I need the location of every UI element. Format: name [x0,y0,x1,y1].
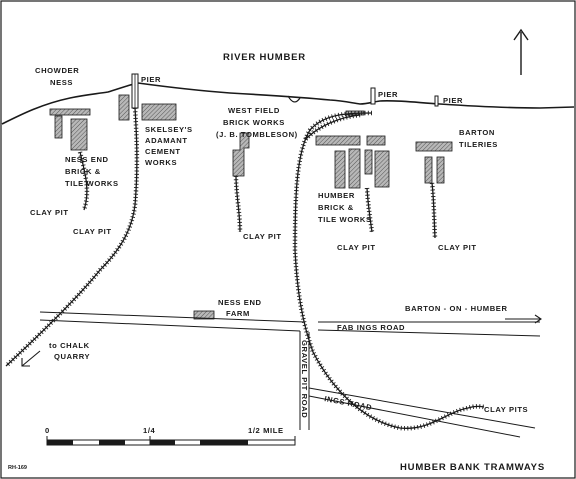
track-skelseys-main [5,107,138,367]
fab-ings-road-south [39,319,301,332]
river-label: RIVER HUMBER [223,52,306,63]
north-arrow [513,28,529,75]
river-bank [1,82,575,125]
pier-label-1: PIER [141,75,161,84]
building [141,103,177,121]
track-west-field [235,175,241,233]
map-code: RH-169 [8,465,27,471]
building [49,108,91,116]
building [70,118,88,151]
clay-pit-label-5: CLAY PIT [438,243,477,252]
clay-pit-label-3: CLAY PIT [243,232,282,241]
track-humber-main [294,112,485,429]
building [415,141,453,152]
clay-pits-label: CLAY PITS [484,405,528,414]
building [364,149,373,175]
fab-ings-road-south-east [317,329,541,337]
clay-pit-label-4: CLAY PIT [337,243,376,252]
river-bank-notch [287,95,301,103]
ings-road-south [308,395,521,438]
scale-label-quarter: 1/4 [143,426,156,435]
gravel-pit-road-label: GRAVEL PIT ROAD [300,340,309,418]
pier-humber [370,87,376,105]
building [424,156,433,184]
building [374,150,390,188]
clay-pit-label-2: CLAY PIT [73,227,112,236]
fab-ings-road-label: FAB INGS ROAD [337,323,405,332]
pier-label-2: PIER [378,90,398,99]
scale-label-half-mile: 1/2 MILE [248,426,284,435]
building-ness-end-farm [193,310,215,320]
ings-road-north [308,387,536,429]
building [315,135,361,146]
building [348,148,361,189]
chalk-quarry-arrow [21,350,41,367]
track-humber-main-ties [292,110,485,431]
tramway-tracks [4,107,485,431]
track-humber-pit-ties [364,187,375,233]
map-title: HUMBER BANK TRAMWAYS [400,462,545,473]
building [334,150,346,189]
building [118,94,130,121]
building [54,115,63,139]
track-ness-end [79,151,88,211]
buildings [49,94,453,320]
scale-label-0: 0 [45,426,50,435]
scale-bar [46,436,296,446]
barton-on-humber-label: BARTON - ON - HUMBER [405,304,508,313]
pier-label-3: PIER [443,96,463,105]
building [436,156,445,184]
track-humber-river-ties [303,112,361,142]
roads [39,311,541,438]
building [366,135,386,146]
fab-ings-road-north [39,311,306,323]
clay-pit-label-1: CLAY PIT [30,208,69,217]
pier-barton [434,95,439,107]
track-barton-pit-ties [429,182,438,239]
barton-arrow [505,314,542,324]
building-west-field [232,132,250,177]
